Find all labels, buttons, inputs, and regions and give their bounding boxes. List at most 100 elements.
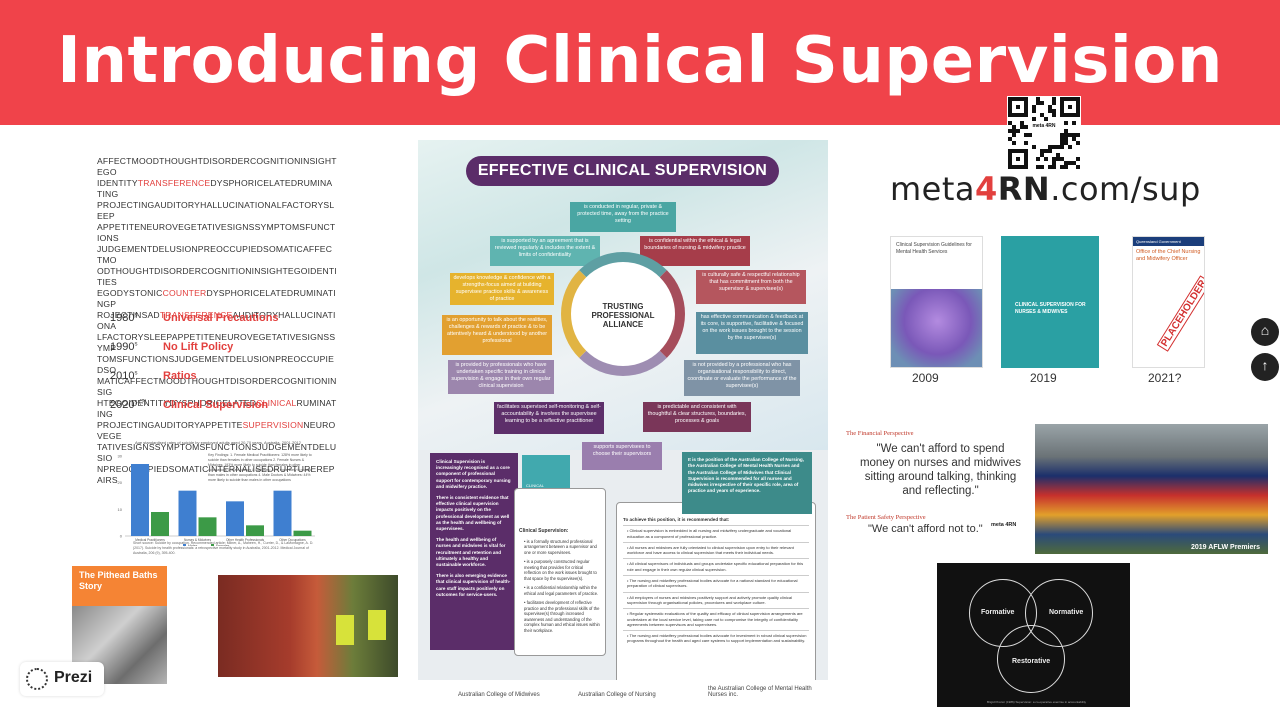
qr-module	[1016, 113, 1020, 117]
word-line: TOMSFUNCTIONSJUDGEMENTDELUSIONPREOCCUPIE…	[97, 354, 337, 376]
word-line: HTEGOIDENTITYDYSPHORICELATEDCLINICALRUMI…	[97, 398, 337, 420]
safety-label: The Patient Safety Perspective	[846, 514, 926, 521]
qr-module	[1020, 113, 1024, 117]
qr-module	[1064, 141, 1068, 145]
timeline-suffix: s	[134, 370, 138, 377]
qr-module	[1040, 101, 1044, 105]
position-item: • All employers of nurses and midwives p…	[623, 591, 809, 606]
qr-module	[1016, 97, 1020, 101]
qr-module	[1072, 113, 1076, 117]
poster-principle-box: is conducted in regular, private & prote…	[570, 202, 676, 232]
alliance-line: TRUSTING	[602, 302, 644, 311]
poster-principle-box: is an opportunity to talk about the real…	[442, 315, 552, 355]
left-panel-paragraph: The health and wellbeing of nurses and m…	[436, 537, 506, 568]
financial-label: The Financial Perspective	[846, 430, 914, 437]
qr-module	[1048, 109, 1052, 113]
qr-module	[1064, 133, 1068, 137]
qr-module	[1044, 149, 1048, 153]
qr-module	[1016, 129, 1020, 133]
qr-module	[1052, 157, 1056, 161]
highlighted-word: CLINICAL	[256, 398, 297, 408]
worker-vest	[336, 615, 354, 645]
qr-module	[1036, 97, 1040, 101]
doc-year: 2021?	[1148, 371, 1182, 385]
timeline-year: 2010s	[110, 370, 138, 382]
word-line: PROJECTINGAUDITORYHALLUCINATIONALFACTORY…	[97, 200, 337, 222]
qr-module	[1068, 105, 1072, 109]
qr-module	[1008, 153, 1012, 157]
qr-module	[1072, 133, 1076, 137]
timeline-year: 1980s	[110, 312, 138, 324]
legend-label: Males	[188, 544, 198, 546]
x-tick-label: Nurses & Midwives	[184, 538, 212, 542]
qr-code[interactable]: meta 4RN	[1007, 96, 1081, 169]
word-segment: DYSPHORICELATEDRUMINATINGP	[97, 288, 336, 309]
qr-module	[1052, 109, 1056, 113]
poster-principle-box: is predictable and consistent with thoug…	[643, 402, 751, 432]
word-segment: ROJECTINSAD	[97, 310, 160, 320]
poster-principle-box: facilitates supervised self-monitoring &…	[494, 402, 604, 434]
word-segment: EGODYSTONIC	[97, 288, 163, 298]
url-part: meta	[890, 170, 976, 208]
qr-module	[1016, 157, 1020, 161]
placeholder-stamp: PLACEHOLDER	[1156, 275, 1204, 352]
qr-module	[1076, 113, 1080, 117]
word-line: AFFECTMOODTHOUGHTDISORDERCOGNITIONINSIGH…	[97, 156, 337, 178]
qr-module	[1024, 105, 1028, 109]
word-segment: AFFECTMOODTHOUGHTDISORDERCOGNITIONINSIGH…	[97, 156, 337, 177]
qr-module	[1036, 101, 1040, 105]
home-button[interactable]: ⌂	[1251, 318, 1279, 346]
qr-module	[1072, 137, 1076, 141]
qr-label: meta 4RN	[1032, 122, 1056, 140]
bar-females	[293, 530, 312, 536]
logo-acm: Australian College of Midwives	[458, 692, 540, 698]
back-to-top-button[interactable]: ↑	[1251, 353, 1279, 381]
word-line: PROJECTINGAUDITORYAPPETITESUPERVISIONNEU…	[97, 420, 337, 442]
qr-module	[1076, 101, 1080, 105]
qr-module	[1024, 109, 1028, 113]
qr-module	[1064, 165, 1068, 169]
timeline-label: Clinical Supervision	[163, 399, 269, 411]
word-block: AFFECTMOODTHOUGHTDISORDERCOGNITIONINSIGH…	[97, 156, 337, 486]
word-line: ROJECTINSADTRANSFERENCEAUDITORYHALLUCINA…	[97, 310, 337, 332]
qr-module	[1048, 145, 1052, 149]
qr-module	[1008, 105, 1012, 109]
qr-module	[1012, 149, 1016, 153]
doc-title: Office of the Chief Nursing and Midwifer…	[1136, 249, 1201, 262]
qr-module	[1060, 113, 1064, 117]
qr-module	[1052, 165, 1056, 169]
site-url[interactable]: meta4RN.com/sup	[890, 170, 1201, 208]
jacaranda-image	[891, 289, 982, 367]
qr-module	[1064, 137, 1068, 141]
chart-source: Short source: Suicide by occupation. Rec…	[133, 541, 314, 555]
qr-module	[1076, 141, 1080, 145]
qr-module	[1056, 153, 1060, 157]
qr-module	[1008, 97, 1012, 101]
qr-module	[1024, 149, 1028, 153]
qr-module	[1076, 97, 1080, 101]
effective-clinical-supervision-poster: EFFECTIVE CLINICAL SUPERVISION is conduc…	[418, 140, 828, 710]
poster-logos: Australian College of Midwives Australia…	[418, 680, 828, 710]
prezi-badge[interactable]: Prezi	[20, 662, 104, 696]
logo-acn: Australian College of Nursing	[578, 692, 656, 698]
left-panel-paragraph: Clinical Supervision is increasingly rec…	[436, 459, 511, 489]
word-segment: TATIVESIGNSSYMPTOMSFUNCTIONSJUDGEMENTDEL…	[97, 442, 337, 463]
qr-module	[1008, 149, 1012, 153]
qr-module	[1012, 97, 1016, 101]
home-icon: ⌂	[1260, 322, 1270, 338]
alliance-label: TRUSTING PROFESSIONAL ALLIANCE	[561, 302, 685, 329]
word-segment: JUDGEMENTDELUSIONPREOCCUPIEDSOMATICAFFEC…	[97, 244, 333, 265]
proctor-venn-diagram: Formative Normative Restorative Brigid P…	[937, 563, 1130, 707]
qr-module	[1020, 97, 1024, 101]
book-title: The Pithead Baths Story	[79, 570, 158, 591]
word-line: IDENTITYTRANSFERENCEDYSPHORICELATEDRUMIN…	[97, 178, 337, 200]
qr-module	[1064, 121, 1068, 125]
qr-module	[1060, 165, 1064, 169]
doc-title: CLINICAL SUPERVISION FOR NURSES & MIDWIV…	[1015, 302, 1086, 315]
word-segment: NEUROVEGE	[97, 420, 336, 441]
venn-source: Brigid Proctor (1986) Supervision: a co-…	[987, 700, 1087, 704]
word-segment: HTEGOIDENTITYDYSPHORICELATED	[97, 398, 257, 408]
highlighted-word: TRANSFERENCE	[137, 178, 211, 188]
position-item: • The nursing and midwifery professional…	[623, 630, 809, 644]
